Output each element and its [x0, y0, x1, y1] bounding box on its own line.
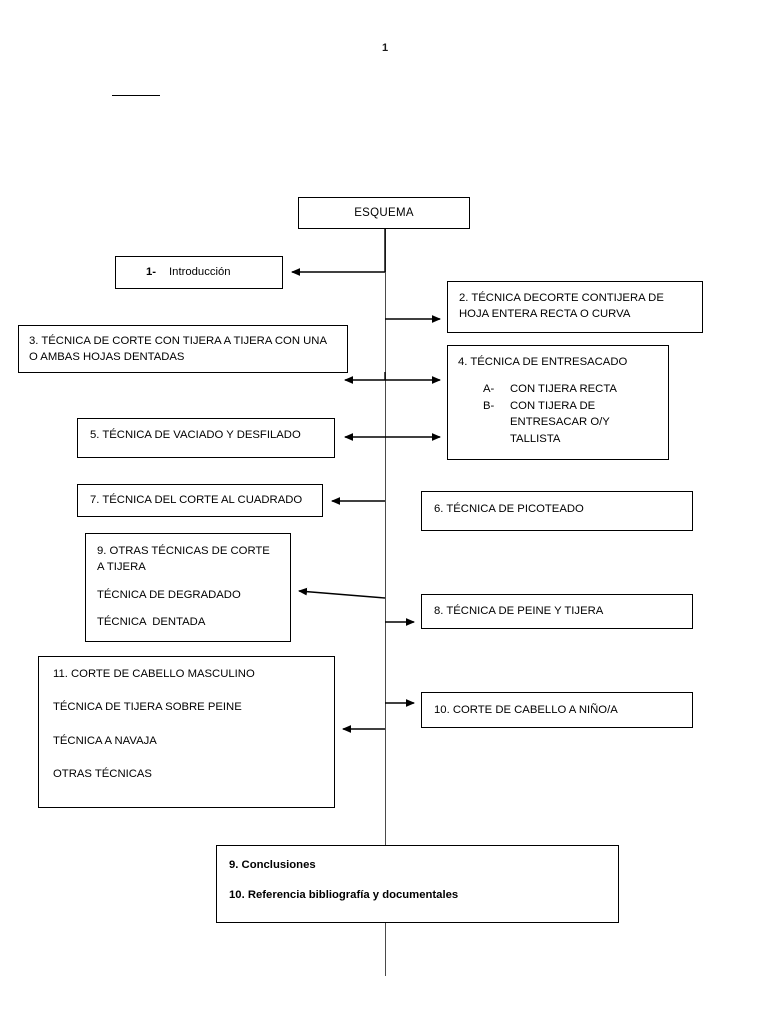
node-7-corte-al-cuadrado[interactable]: 7. TÉCNICA DEL CORTE AL CUADRADO [77, 484, 323, 517]
node-introduccion-number: 1- [146, 266, 157, 279]
node-9-line-4: TÉCNICA DENTADA [97, 616, 206, 629]
node-4-sublist: A- CON TIJERA RECTA B- CON TIJERA DE ENT… [458, 381, 658, 447]
node-4-item-b-cont-1: ENTRESACAR O/Y [510, 416, 610, 429]
central-spine-line [385, 228, 386, 976]
node-8-peine-y-tijera[interactable]: 8. TÉCNICA DE PEINE Y TIJERA [421, 594, 693, 629]
top-underline-mark [112, 95, 160, 96]
node-11-line-4: OTRAS TÉCNICAS [53, 768, 152, 781]
node-3-tecnica-corte-tijera[interactable]: 3. TÉCNICA DE CORTE CON TIJERA A TIJERA … [18, 325, 348, 373]
node-introduccion[interactable]: 1- Introducción [115, 256, 283, 289]
node-3-line-1: 3. TÉCNICA DE CORTE CON TIJERA A TIJERA … [29, 335, 327, 347]
node-8-label: 8. TÉCNICA DE PEINE Y TIJERA [434, 605, 604, 618]
node-9-spacer-1 [97, 576, 280, 587]
node-4-item-b-tag: B- [483, 399, 495, 412]
node-11-line-1: 11. CORTE DE CABELLO MASCULINO [53, 668, 255, 680]
node-3-line-2: O AMBAS HOJAS DENTADAS [29, 351, 185, 364]
node-esquema-label: ESQUEMA [354, 206, 414, 219]
node-2-line-2: HOJA ENTERA RECTA O CURVA [459, 308, 631, 321]
node-4-item-b-cont-2: TALLISTA [510, 432, 561, 445]
node-11-line-2: TÉCNICA DE TIJERA SOBRE PEINE [53, 701, 242, 714]
page-number-value: 1 [381, 42, 389, 54]
node-2-line-1: 2. TÉCNICA DECORTE CONTIJERA DE [459, 292, 664, 304]
node-5-label: 5. TÉCNICA DE VACIADO Y DESFILADO [90, 429, 301, 441]
node-9-otras-tecnicas[interactable]: 9. OTRAS TÉCNICAS DE CORTE A TIJERA TÉCN… [85, 533, 291, 642]
node-4-item-a-tag: A- [483, 383, 495, 396]
node-9-spacer-2 [97, 603, 280, 614]
node-11-corte-masculino[interactable]: 11. CORTE DE CABELLO MASCULINO TÉCNICA D… [38, 656, 335, 808]
node-bottom-line-1: 9. Conclusiones [229, 859, 316, 871]
node-11-line-3: TÉCNICA A NAVAJA [53, 734, 157, 747]
node-esquema[interactable]: ESQUEMA [298, 197, 470, 229]
node-6-picoteado[interactable]: 6. TÉCNICA DE PICOTEADO [421, 491, 693, 531]
node-2-tecnica-decorte[interactable]: 2. TÉCNICA DECORTE CONTIJERA DE HOJA ENT… [447, 281, 703, 333]
node-4-tecnica-entresacado[interactable]: 4. TÉCNICA DE ENTRESACADO A- CON TIJERA … [447, 345, 669, 460]
node-6-label: 6. TÉCNICA DE PICOTEADO [434, 503, 584, 515]
node-4-item-a-text: CON TIJERA RECTA [510, 383, 617, 396]
node-bottom-spacer [229, 873, 608, 887]
node-4-item-b-text: CON TIJERA DE [510, 399, 596, 412]
node-4-item-a: A- CON TIJERA RECTA [483, 381, 658, 397]
node-conclusiones-referencias[interactable]: 9. Conclusiones 10. Referencia bibliogra… [216, 845, 619, 923]
node-11-spacer-1 [53, 682, 324, 699]
node-9-line-1: 9. OTRAS TÉCNICAS DE CORTE [97, 545, 270, 557]
node-4-title: 4. TÉCNICA DE ENTRESACADO [458, 356, 628, 368]
node-introduccion-label: Introducción [169, 266, 231, 279]
page-number: 1 [0, 42, 768, 54]
node-11-spacer-2 [53, 716, 324, 733]
node-4-item-b: B- CON TIJERA DE [483, 398, 658, 414]
node-11-spacer-3 [53, 749, 324, 766]
node-9-line-2: A TIJERA [97, 561, 146, 574]
node-bottom-line-2: 10. Referencia bibliografía y documental… [229, 889, 459, 902]
node-10-label: 10. CORTE DE CABELLO A NIÑO/A [434, 703, 618, 716]
node-10-corte-nino[interactable]: 10. CORTE DE CABELLO A NIÑO/A [421, 692, 693, 728]
node-7-label: 7. TÉCNICA DEL CORTE AL CUADRADO [90, 494, 303, 507]
node-9-line-3: TÉCNICA DE DEGRADADO [97, 588, 241, 601]
node-5-vaciado-desfilado[interactable]: 5. TÉCNICA DE VACIADO Y DESFILADO [77, 418, 335, 458]
